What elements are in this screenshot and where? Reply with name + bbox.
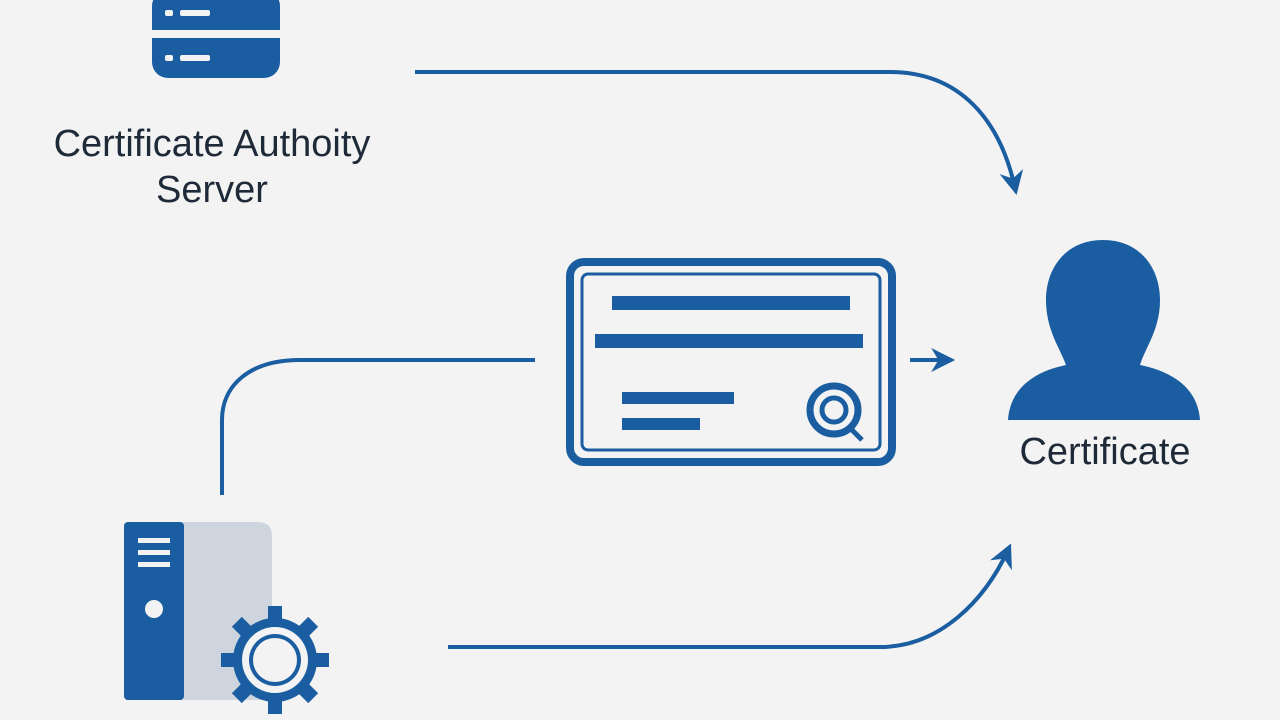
gear-icon (221, 606, 329, 714)
ca-server-label-line1: Certificate Authoity (53, 123, 371, 165)
certificate-document-icon (566, 258, 896, 466)
database-icon (152, 0, 280, 78)
ca-server-label: Certificate Authoity Server (12, 122, 412, 213)
arrow-ca-to-user (415, 70, 1024, 196)
user-icon (1008, 240, 1200, 420)
arrow-server-to-user (448, 543, 1012, 649)
ca-server-label-line2: Server (156, 168, 268, 211)
certificate-label: Certificate (1019, 431, 1191, 473)
seal-icon (806, 382, 864, 442)
connector-server-to-cert (220, 358, 535, 495)
